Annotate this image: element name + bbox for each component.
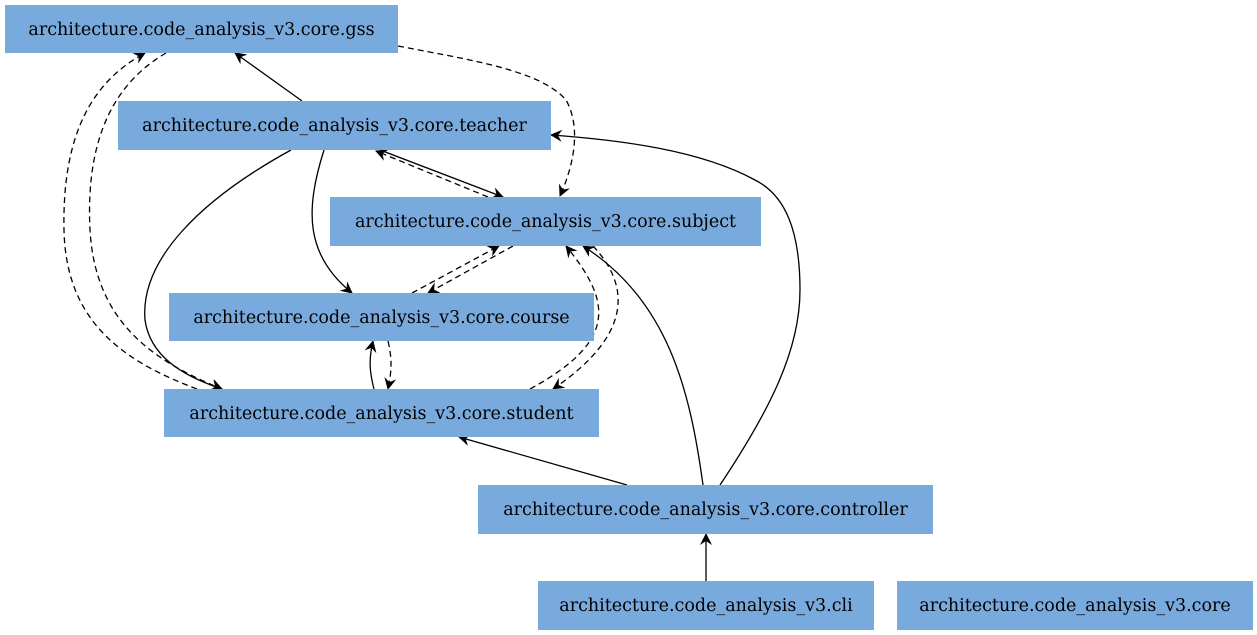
node-box [538,581,874,630]
edge-controller-to-student [458,434,628,486]
node-box [169,293,594,341]
edge-gss-to-subject [397,45,576,197]
node-core[interactable]: architecture.code_analysis_v3.core [897,581,1253,630]
node-teacher[interactable]: architecture.code_analysis_v3.core.teach… [118,101,551,150]
node-box [330,197,761,246]
node-course[interactable]: architecture.code_analysis_v3.core.cours… [169,293,594,341]
node-gss[interactable]: architecture.code_analysis_v3.core.gss [5,5,398,53]
edge-controller-to-subject [582,245,704,486]
node-label: architecture.code_analysis_v3.core.contr… [503,500,908,520]
node-label: architecture.code_analysis_v3.core.cours… [193,308,569,328]
node-label: architecture.code_analysis_v3.core.teach… [142,116,527,136]
edge-student-to-gss [63,52,198,390]
edge-course-to-student [384,340,397,390]
node-label: architecture.code_analysis_v3.core.subje… [355,212,736,232]
edge-course-to-subject [411,245,500,294]
node-subject[interactable]: architecture.code_analysis_v3.core.subje… [330,197,761,246]
node-label: architecture.code_analysis_v3.core.stude… [189,404,573,424]
edge-student-to-course [364,340,377,390]
node-box [478,485,933,534]
node-label: architecture.code_analysis_v3.core.gss [28,20,374,40]
edge-student-to-subject [529,245,600,390]
edges-layer [63,45,801,581]
node-box [897,581,1253,630]
node-controller[interactable]: architecture.code_analysis_v3.core.contr… [478,485,933,534]
edge-gss-to-student [88,52,223,391]
edge-teacher-to-subject [379,149,504,199]
nodes-layer: architecture.code_analysis_v3.core.gss a… [5,5,1253,630]
node-label: architecture.code_analysis_v3.cli [559,596,853,616]
node-box [5,5,398,53]
node-student[interactable]: architecture.code_analysis_v3.core.stude… [164,389,599,437]
edge-teacher-to-course [311,149,353,294]
edge-subject-to-student [552,245,619,390]
node-cli[interactable]: architecture.code_analysis_v3.cli [538,581,874,630]
edge-controller-to-teacher [550,129,801,486]
node-label: architecture.code_analysis_v3.core [919,596,1230,616]
node-box [164,389,599,437]
edge-subject-to-teacher [375,149,489,198]
edge-teacher-to-gss [234,52,303,102]
node-box [118,101,551,150]
edge-teacher-to-student [144,149,292,392]
edge-subject-to-course [427,245,514,294]
